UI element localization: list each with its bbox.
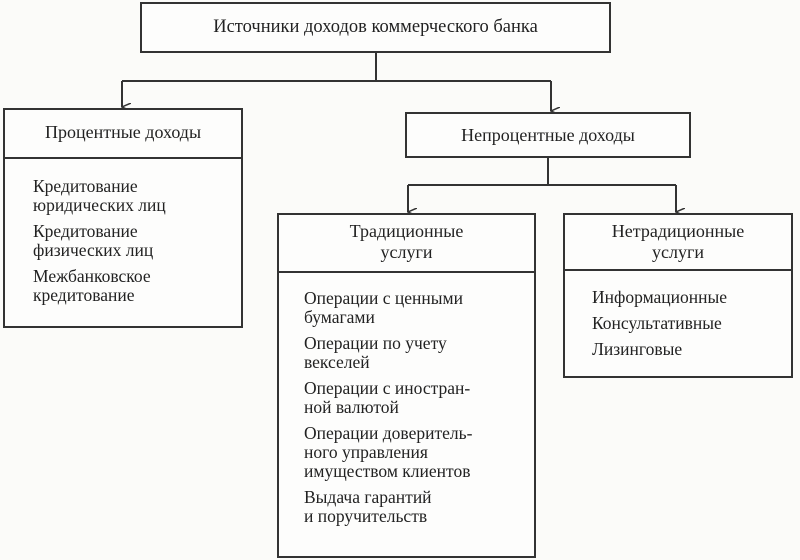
traditional-item: Операции по учету векселей bbox=[304, 333, 447, 372]
noninterest-income-box: Непроцентные доходы bbox=[405, 112, 691, 158]
root-title: Источники доходов коммерческого банка bbox=[213, 17, 538, 37]
traditional-services-box: Традиционные услуги Операции с ценными б… bbox=[277, 213, 536, 558]
interest-income-title: Процентные доходы bbox=[5, 110, 241, 159]
connector-noninterest bbox=[408, 157, 676, 186]
nontraditional-item: Лизинговые bbox=[592, 339, 683, 359]
traditional-services-title: Традиционные услуги bbox=[279, 215, 534, 273]
interest-item: Кредитование юридических лиц bbox=[33, 176, 166, 215]
connector-root bbox=[122, 52, 551, 82]
nontraditional-services-box: Нетрадиционные услуги Информационные Кон… bbox=[563, 213, 793, 378]
nontraditional-item: Консультативные bbox=[592, 313, 722, 333]
nontraditional-item: Информационные bbox=[592, 287, 728, 307]
interest-income-box: Процентные доходы Кредитование юридическ… bbox=[3, 108, 243, 328]
noninterest-income-title: Непроцентные доходы bbox=[461, 125, 635, 145]
root-box: Источники доходов коммерческого банка bbox=[140, 2, 611, 53]
traditional-item: Операции с иностран- ной валютой bbox=[304, 378, 471, 417]
traditional-item: Выдача гарантий и поручительств bbox=[304, 487, 432, 526]
traditional-item: Операции с ценными бумагами bbox=[304, 288, 463, 327]
interest-item: Межбанковское кредитование bbox=[33, 266, 151, 305]
traditional-item: Операции доверитель- ного управления иму… bbox=[304, 423, 473, 481]
interest-item: Кредитование физических лиц bbox=[33, 221, 154, 260]
nontraditional-services-title: Нетрадиционные услуги bbox=[565, 215, 791, 271]
